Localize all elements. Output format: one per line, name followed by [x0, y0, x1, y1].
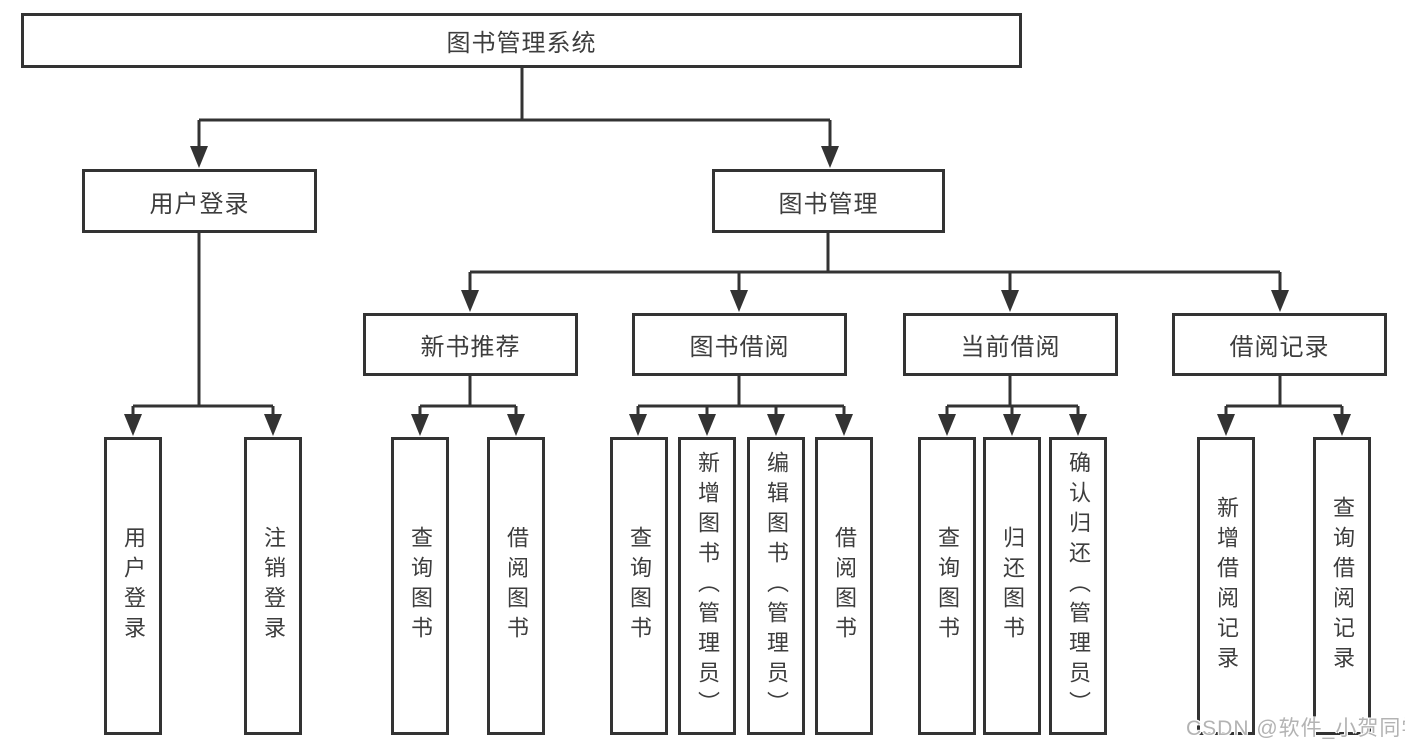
leaf-label: 借阅图书 — [504, 526, 529, 646]
leaf-user-login: 用户登录 — [104, 437, 162, 735]
leaf-label: 注销登录 — [261, 526, 286, 646]
node-current-borrow: 当前借阅 — [903, 313, 1118, 376]
leaf-label: 查询图书 — [627, 526, 652, 646]
node-borrow-records: 借阅记录 — [1172, 313, 1387, 376]
node-label: 图书管理 — [778, 190, 879, 218]
node-label: 用户登录 — [149, 190, 250, 218]
node-library-management-system: 图书管理系统 — [21, 13, 1022, 68]
leaf-add-books-admin: 新增图书（管理员） — [678, 437, 736, 735]
node-book-borrow: 图书借阅 — [632, 313, 847, 376]
node-label: 图书借阅 — [689, 334, 790, 361]
leaf-query-books: 查询图书 — [918, 437, 976, 735]
leaf-label: 查询图书 — [408, 526, 433, 646]
node-label: 借阅记录 — [1229, 334, 1330, 361]
leaf-label: 新增图书（管理员） — [695, 451, 720, 721]
leaf-label: 查询借阅记录 — [1330, 496, 1355, 676]
leaf-query-books: 查询图书 — [610, 437, 668, 735]
leaf-add-borrow-record: 新增借阅记录 — [1197, 437, 1255, 735]
leaf-label: 编辑图书（管理员） — [764, 451, 789, 721]
leaf-edit-books-admin: 编辑图书（管理员） — [747, 437, 805, 735]
leaf-label: 查询图书 — [935, 526, 960, 646]
node-book-management: 图书管理 — [712, 169, 945, 233]
leaf-label: 归还图书 — [1000, 526, 1025, 646]
leaf-label: 借阅图书 — [832, 526, 857, 646]
leaf-query-borrow-record: 查询借阅记录 — [1313, 437, 1371, 735]
leaf-label: 新增借阅记录 — [1214, 496, 1239, 676]
node-new-book-recommend: 新书推荐 — [363, 313, 578, 376]
leaf-return-books: 归还图书 — [983, 437, 1041, 735]
csdn-watermark: CSDN @软件_小贺同学 — [1186, 717, 1405, 740]
node-label: 图书管理系统 — [446, 30, 597, 57]
leaf-borrow-books: 借阅图书 — [815, 437, 873, 735]
leaf-logout: 注销登录 — [244, 437, 302, 735]
node-user-login: 用户登录 — [82, 169, 317, 233]
leaf-borrow-books: 借阅图书 — [487, 437, 545, 735]
leaf-label: 确认归还（管理员） — [1066, 451, 1091, 721]
leaf-confirm-return-admin: 确认归还（管理员） — [1049, 437, 1107, 735]
node-label: 当前借阅 — [960, 334, 1061, 361]
leaf-label: 用户登录 — [121, 526, 146, 646]
leaf-query-books: 查询图书 — [391, 437, 449, 735]
node-label: 新书推荐 — [420, 334, 521, 361]
arrowheads — [124, 146, 1351, 436]
